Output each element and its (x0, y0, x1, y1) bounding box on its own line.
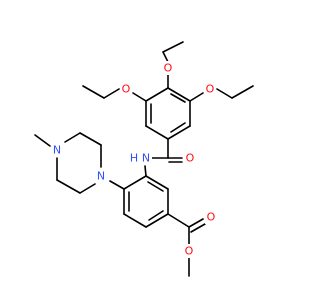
bond (145, 175, 169, 190)
atom-label-background (183, 244, 195, 258)
bond (170, 122, 186, 133)
atom-label-o-ethoxy-left: O (122, 83, 131, 96)
bond (144, 165, 147, 177)
atom-label-background (120, 82, 132, 96)
bond (123, 175, 147, 190)
bond (216, 88, 233, 99)
bond (145, 87, 169, 102)
atom-label-nh-amide: N (142, 152, 150, 165)
atom-label-background (205, 210, 217, 224)
bond (167, 87, 191, 102)
atom-label-o-amide: O (186, 152, 195, 165)
bond (145, 125, 169, 140)
atom-label-n-piperazine-aryl: N (97, 170, 105, 183)
bond (189, 92, 204, 102)
atom-label-background (184, 151, 196, 165)
bond (34, 134, 51, 147)
bond (56, 179, 81, 194)
bond (145, 213, 169, 228)
bond (170, 93, 186, 103)
atom-label-o-ester-methoxy: O (185, 245, 194, 258)
atom-label-o-ethoxy-right: O (206, 83, 215, 96)
bond (82, 85, 105, 99)
bond (231, 85, 254, 99)
bond (123, 213, 147, 228)
bond (162, 41, 184, 53)
bond (188, 218, 204, 228)
bond (64, 132, 81, 143)
atom-label-o-ethoxy-top: O (164, 62, 173, 75)
atom-label-n-piperazine-methyl: N (53, 144, 61, 157)
bond (167, 125, 191, 140)
bonds (34, 41, 254, 277)
bond (162, 51, 169, 63)
atom-h-label-nh-amide: H (130, 152, 138, 165)
atom-label-background (204, 82, 216, 96)
bond (148, 210, 164, 221)
atom-label-o-ester-carbonyl: O (207, 211, 216, 224)
bond (147, 181, 164, 192)
atom-label-background (140, 151, 152, 165)
atom-label-background (162, 61, 174, 75)
bond (79, 132, 102, 146)
atom-label-background (95, 169, 107, 183)
bond (167, 213, 190, 228)
bond (79, 183, 96, 194)
bond (109, 180, 125, 190)
bond (103, 88, 120, 99)
atom-label-background (51, 143, 63, 157)
bond (190, 223, 206, 233)
bond (132, 92, 147, 102)
